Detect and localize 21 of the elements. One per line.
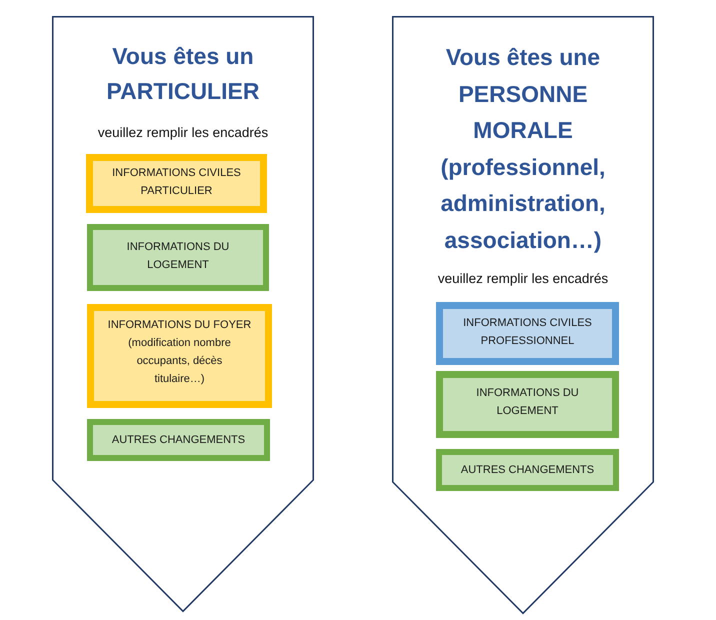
chevron-panel	[52, 16, 314, 612]
form-section-box	[86, 154, 267, 213]
form-section-box	[436, 449, 619, 491]
section-title: AUTRES CHANGEMENTS	[460, 463, 596, 478]
instruction-text: veuillez remplir les encadrés	[96, 124, 270, 142]
form-section-box	[436, 371, 619, 438]
section-title: INFORMATIONS DU LOGEMENT	[475, 386, 580, 419]
panel-heading: Vous êtes une PERSONNE MORALE (professionnel, administration, association…)	[440, 43, 606, 255]
section-title: INFORMATIONS CIVILES PARTICULIER	[111, 166, 242, 199]
section-title: INFORMATIONS DU LOGEMENT	[126, 240, 230, 273]
form-section-box	[436, 302, 619, 365]
section-title: AUTRES CHANGEMENTS	[110, 433, 246, 448]
section-title: INFORMATIONS DU FOYER	[106, 318, 252, 333]
chevron-panel	[392, 16, 654, 614]
section-title: INFORMATIONS CIVILES PROFESSIONNEL	[462, 316, 593, 349]
section-note: (modification nombre occupants, décès titulaire…)	[127, 336, 232, 387]
form-section-box	[87, 304, 272, 408]
panel-heading: Vous êtes un PARTICULIER	[106, 42, 260, 106]
form-section-box	[87, 224, 269, 291]
form-section-box	[87, 419, 270, 461]
instruction-text: veuillez remplir les encadrés	[436, 270, 610, 288]
